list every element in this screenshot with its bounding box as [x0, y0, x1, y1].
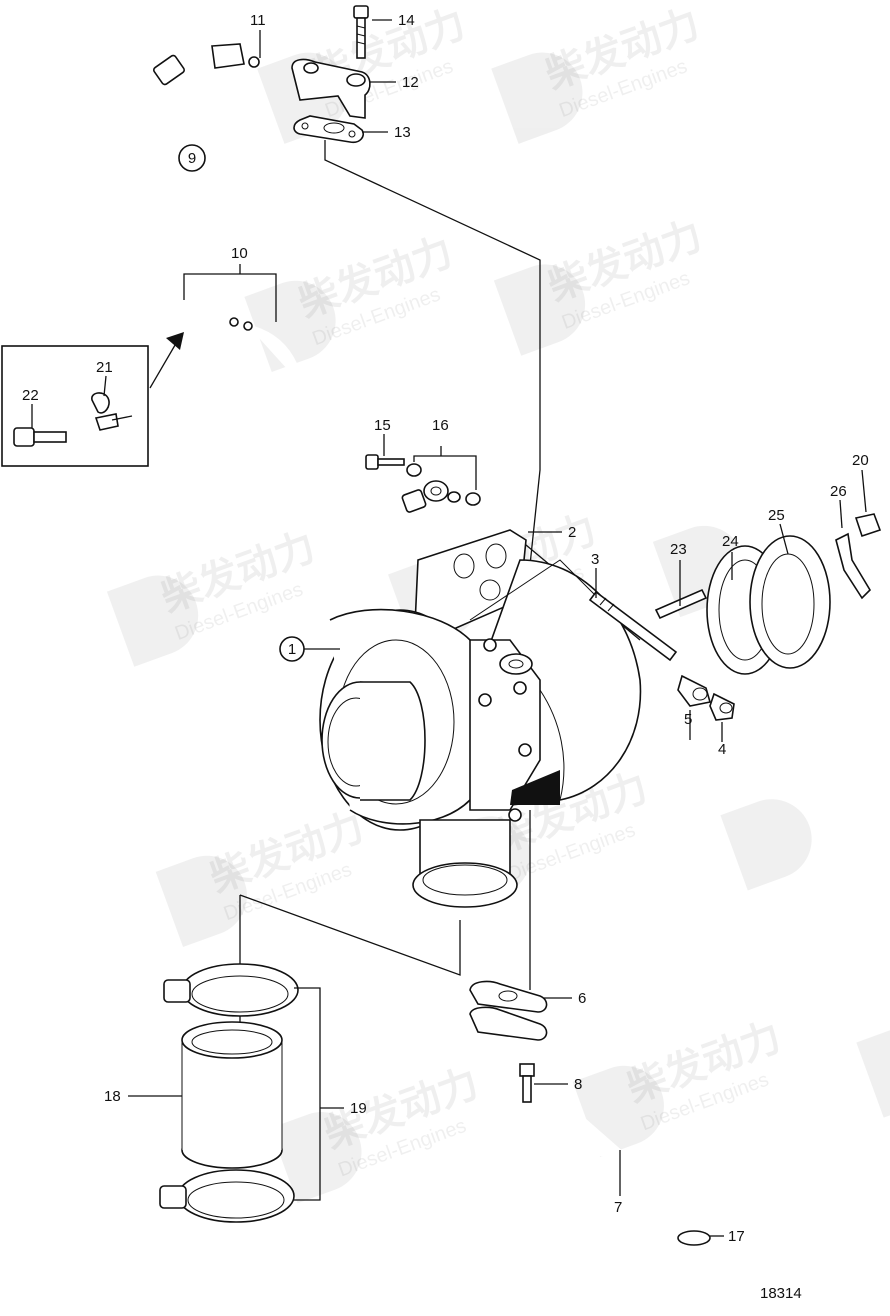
- callout-9: 9: [188, 150, 196, 167]
- callout-25: 25: [768, 507, 785, 524]
- callout-6: 6: [578, 990, 586, 1007]
- banjo-fitting: [365, 454, 481, 513]
- oil-outlet-flange: [291, 58, 371, 119]
- callout-16: 16: [432, 417, 449, 434]
- callout-26: 26: [830, 483, 847, 500]
- hose-sleeve: [181, 1021, 283, 1169]
- callout-8: 8: [574, 1076, 582, 1093]
- callout-21: 21: [96, 359, 113, 376]
- callout-1: 1: [288, 641, 296, 658]
- callout-14: 14: [398, 12, 415, 29]
- pipe-break-marker: [229, 317, 253, 331]
- callout-13: 13: [394, 124, 411, 141]
- bolt-14: [353, 5, 369, 59]
- nut-4: [709, 692, 735, 721]
- figure-number: 18314: [760, 1285, 802, 1302]
- callout-leaders: [31, 19, 867, 1237]
- callout-24: 24: [722, 533, 739, 550]
- oil-feed-pipe: [103, 43, 413, 542]
- oil-return-pipe: [469, 980, 711, 1246]
- callout-20: 20: [852, 452, 869, 469]
- callout-17: 17: [728, 1228, 745, 1245]
- callout-23: 23: [670, 541, 687, 558]
- detail-inset: [1, 332, 184, 467]
- hose-clamp-upper: [163, 963, 299, 1017]
- callout-3: 3: [591, 551, 599, 568]
- callout-5: 5: [684, 711, 692, 728]
- callout-18: 18: [104, 1088, 121, 1105]
- callout-22: 22: [22, 387, 39, 404]
- nut-5: [677, 674, 712, 707]
- callout-labels: 1 2 3 4 5 6 7 8 9 10 11 12 13 14 15 16 1…: [22, 12, 869, 1302]
- callout-11: 11: [250, 12, 266, 29]
- stud-23: [654, 588, 708, 620]
- callout-15: 15: [374, 417, 391, 434]
- turbocharger: [319, 529, 678, 908]
- callout-4: 4: [718, 741, 726, 758]
- callout-7: 7: [614, 1199, 622, 1216]
- clamp-26: [835, 532, 872, 600]
- callout-10: 10: [231, 245, 248, 262]
- callout-2: 2: [568, 524, 576, 541]
- flange-25: [749, 535, 831, 669]
- nut-20: [854, 513, 882, 538]
- hose-clamp-lower: [159, 1169, 295, 1223]
- grouping-brackets: [183, 264, 477, 1201]
- gasket-13: [293, 115, 365, 144]
- callout-12: 12: [402, 74, 419, 91]
- callout-19: 19: [350, 1100, 367, 1117]
